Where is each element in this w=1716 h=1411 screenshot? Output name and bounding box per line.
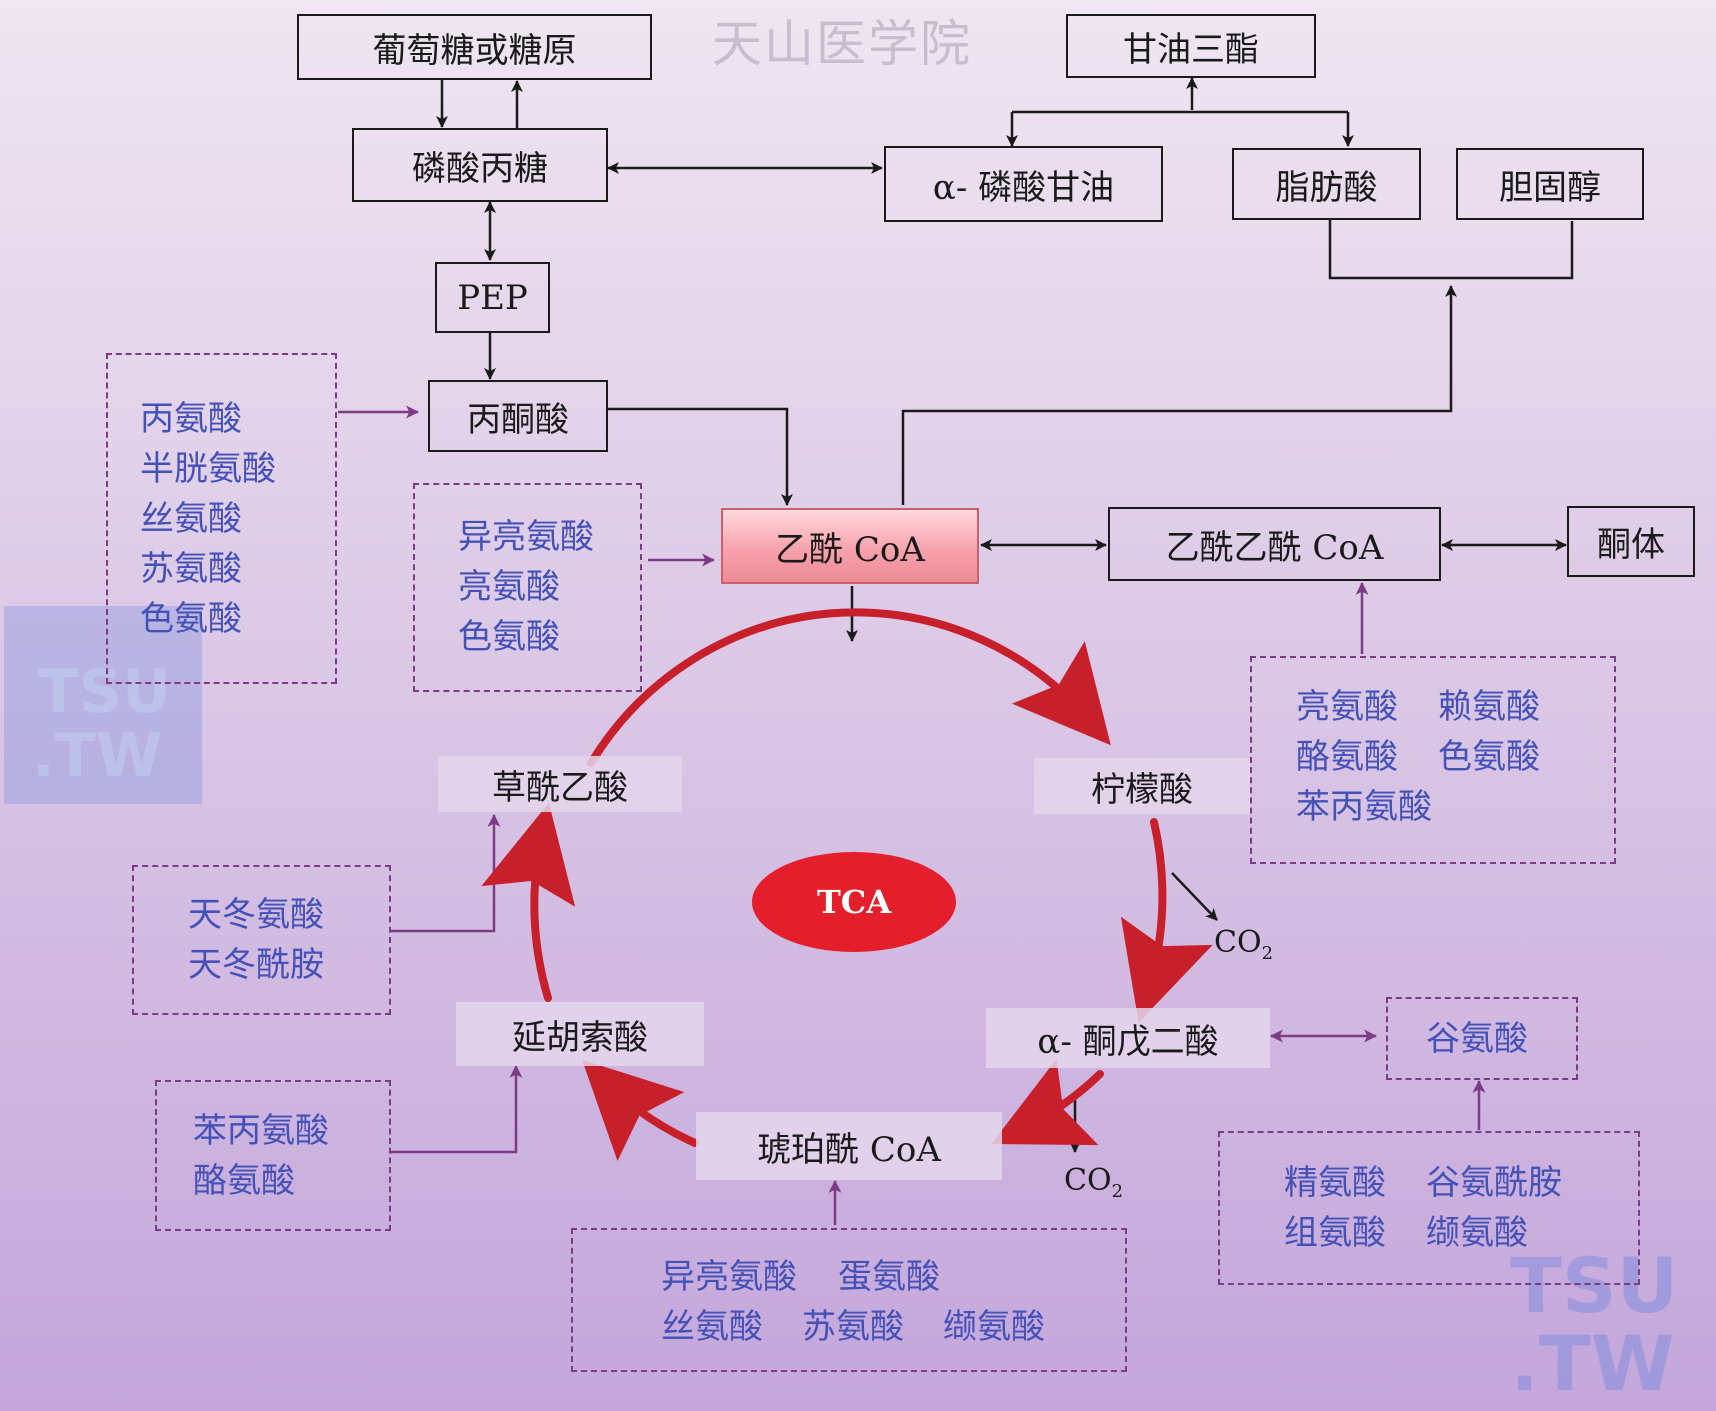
logo-watermark-left: TSU .TW — [4, 606, 202, 804]
aa-item: 亮氨酸 — [458, 567, 560, 607]
node-acetoacetyl-coa: 乙酰乙酰 CoA — [1108, 507, 1441, 581]
aa-item: 色氨酸 — [1438, 737, 1540, 777]
line-fatty-acid-cholesterol — [1328, 219, 1574, 280]
aa-item: 赖氨酸 — [1438, 687, 1540, 727]
aa-group-to-fumarate — [155, 1080, 391, 1231]
arrow-aa-to-fumarate — [391, 1064, 523, 1154]
aa-item: 异亮氨酸 — [661, 1257, 797, 1297]
arrow-aa-to-oxaloacetate — [391, 813, 501, 933]
tca-center: TCA — [752, 852, 956, 952]
arrow-acetylcoa-to-lipids — [901, 285, 1457, 505]
aa-item: 酪氨酸 — [1296, 737, 1398, 777]
logo-watermark-right-tsu: TSU — [1510, 1241, 1679, 1330]
co2-subscript: 2 — [1261, 943, 1274, 964]
tca-fumarate: 延胡索酸 — [456, 1002, 704, 1066]
aa-item: 组氨酸 — [1284, 1213, 1386, 1253]
co2-subscript: 2 — [1111, 1181, 1124, 1202]
aa-item: 丝氨酸 — [661, 1307, 763, 1347]
aa-item: 缬氨酸 — [1426, 1213, 1528, 1253]
aa-item: 谷氨酰胺 — [1426, 1163, 1562, 1203]
aa-group-to-acetoacetyl-coa — [1250, 656, 1616, 864]
aa-item: 苏氨酸 — [140, 549, 242, 589]
node-pep: PEP — [435, 262, 550, 333]
tca-arrow-akg-to-succinyl — [991, 1058, 1104, 1146]
node-cholesterol: 胆固醇 — [1456, 148, 1644, 220]
co2-label-2: CO2 — [1064, 1163, 1123, 1202]
co2-text: CO — [1214, 925, 1262, 960]
co2-text: CO — [1064, 1163, 1112, 1198]
node-acetyl-coa: 乙酰 CoA — [721, 508, 979, 584]
aa-item: 异亮氨酸 — [458, 517, 594, 557]
aa-group-to-oxaloacetate — [132, 865, 391, 1015]
institution-watermark: 天山医学院 — [712, 15, 972, 73]
tca-arrow-fumarate-to-oaa — [481, 802, 576, 1002]
aa-item: 酪氨酸 — [193, 1161, 295, 1201]
aa-item: 丙氨酸 — [140, 399, 242, 439]
aa-item: 苏氨酸 — [802, 1307, 904, 1347]
aa-item: 蛋氨酸 — [838, 1257, 940, 1297]
logo-watermark-right-tw: .TW — [1510, 1319, 1675, 1408]
tca-citrate: 柠檬酸 — [1034, 758, 1250, 814]
logo-text-tsu: TSU — [38, 657, 171, 727]
aa-group-to-glutamate — [1218, 1131, 1640, 1285]
arrow-pyruvate-acetylcoa — [608, 407, 793, 506]
logo-text-tw: .TW — [32, 721, 162, 791]
aa-item: 苯丙氨酸 — [1296, 787, 1432, 827]
node-glucose-glycogen: 葡萄糖或糖原 — [297, 14, 652, 80]
aa-group-to-acetyl-coa — [413, 483, 642, 692]
aa-item: 缬氨酸 — [943, 1307, 1045, 1347]
tca-succinyl-coa: 琥珀酰 CoA — [696, 1112, 1002, 1180]
tca-oxaloacetate: 草酰乙酸 — [438, 756, 682, 812]
aa-item: 色氨酸 — [140, 599, 242, 639]
aa-item: 色氨酸 — [458, 617, 560, 657]
aa-item: 半胱氨酸 — [140, 449, 276, 489]
aa-group-to-pyruvate — [106, 353, 337, 684]
node-triose-phosphate: 磷酸丙糖 — [352, 128, 608, 202]
arrow-co2-1 — [1171, 872, 1218, 921]
node-triglyceride: 甘油三酯 — [1066, 14, 1316, 78]
aa-item: 天冬酰胺 — [188, 945, 324, 985]
node-pyruvate: 丙酮酸 — [428, 380, 608, 452]
node-fatty-acid: 脂肪酸 — [1232, 148, 1421, 220]
tca-arrow-succinyl-to-fumarate — [582, 1059, 699, 1162]
co2-label-1: CO2 — [1214, 925, 1273, 964]
aa-item: 亮氨酸 — [1296, 687, 1398, 727]
tca-alpha-ketoglutarate: α- 酮戊二酸 — [986, 1008, 1270, 1068]
tca-arrow-citrate-to-akg — [1120, 818, 1213, 1023]
aa-item: 丝氨酸 — [140, 499, 242, 539]
node-glycerol-phosphate: α- 磷酸甘油 — [884, 146, 1163, 222]
glutamate-label: 谷氨酸 — [1426, 1019, 1528, 1059]
aa-item: 天冬氨酸 — [188, 895, 324, 935]
aa-item: 精氨酸 — [1284, 1163, 1386, 1203]
tca-arrow-oaa-to-citrate — [587, 608, 1111, 767]
aa-group-to-succinyl-coa — [571, 1228, 1127, 1372]
node-ketone-bodies: 酮体 — [1567, 506, 1695, 577]
node-glutamate — [1386, 997, 1578, 1080]
aa-item: 苯丙氨酸 — [193, 1111, 329, 1151]
